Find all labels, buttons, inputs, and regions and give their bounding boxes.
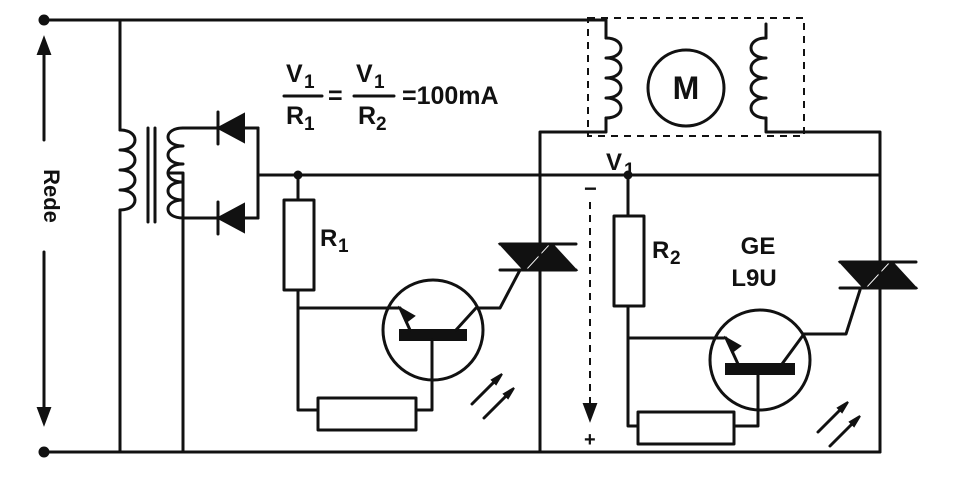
eq-v1-top-2: V [356, 60, 373, 88]
light-ray-1a-arrow-icon [490, 373, 503, 386]
r2-bottom-lead [626, 304, 640, 428]
eq-result: =100mA [402, 82, 499, 110]
transformer [118, 18, 207, 454]
v1-node-label-sub: 1 [624, 160, 635, 181]
emitter-resistor-1-lead [414, 368, 434, 412]
r1-bottom-lead [296, 288, 320, 412]
minus-sign: − [584, 176, 597, 201]
motor-housing-dashed [587, 17, 805, 137]
r1-icon [282, 198, 316, 292]
voltage-arrow-icon [582, 403, 598, 423]
emitter-resistor-1-icon [316, 396, 418, 432]
device-label-line-2: L9U [731, 265, 776, 292]
r1-junction [293, 170, 303, 180]
eq-v1-top-2-sub: 1 [374, 72, 385, 93]
triac-1-icon-left [497, 243, 551, 272]
rectifier-diodes [203, 110, 882, 236]
light-ray-2a-arrow-icon [836, 401, 849, 414]
diode-2-icon [215, 202, 245, 234]
v1-node-label: V [606, 149, 622, 176]
r2-junction [623, 170, 633, 180]
arrow-up-icon [36, 35, 52, 55]
eq-r2-sub: 2 [376, 114, 387, 135]
triac-2-icon-left [837, 261, 891, 290]
r1-label: R [320, 225, 337, 252]
eq-equals: = [328, 82, 343, 110]
stage-2: R 2 GE L9U [612, 170, 919, 448]
center-tap-lead [166, 171, 185, 454]
eq-r1: R [286, 102, 304, 130]
field-coil-right [749, 36, 768, 120]
supply-label-group: Rede [36, 35, 64, 427]
voltage-indicator: V 1 − + [582, 149, 635, 451]
transistor-1-emitter-arrow-icon [397, 305, 416, 324]
primary-winding [118, 128, 137, 212]
motor-label: M [673, 70, 700, 106]
r2-icon [612, 214, 646, 308]
transistor-1-collector [454, 268, 522, 332]
eq-r1-sub: 1 [304, 114, 315, 135]
diode-1-icon [215, 112, 245, 144]
transistor-2-collector [780, 288, 862, 366]
r1-label-sub: 1 [338, 236, 349, 257]
motor-icon [646, 48, 726, 128]
emitter-resistor-2-icon [636, 410, 736, 446]
light-ray-1b-arrow-icon [502, 387, 515, 400]
eq-v1-top-sub: 1 [304, 72, 315, 93]
light-ray-2b-arrow-icon [848, 415, 861, 428]
phototransistor-2-icon [708, 308, 812, 412]
motor-assembly: M [538, 17, 882, 454]
r2-label: R [652, 237, 669, 264]
transistor-2-emitter-arrow-icon [723, 335, 742, 354]
plus-sign: + [584, 429, 596, 451]
current-equation: V 1 R 1 = V 1 R 2 =100mA [282, 60, 499, 135]
transistor-2-base-bar [725, 363, 795, 375]
stage-1: R 1 [282, 170, 579, 432]
device-label-line-1: GE [741, 233, 776, 260]
r2-label-sub: 2 [670, 248, 681, 269]
transistor-1-base-bar [399, 329, 467, 341]
motor-right-return [764, 116, 882, 454]
eq-r2: R [358, 102, 376, 130]
eq-v1-top: V [286, 60, 303, 88]
arrow-down-icon [36, 407, 52, 427]
emitter-resistor-2-lead [732, 390, 760, 428]
field-coil-left [604, 36, 623, 120]
motor-left-return [538, 116, 608, 454]
supply-label: Rede [39, 169, 64, 223]
